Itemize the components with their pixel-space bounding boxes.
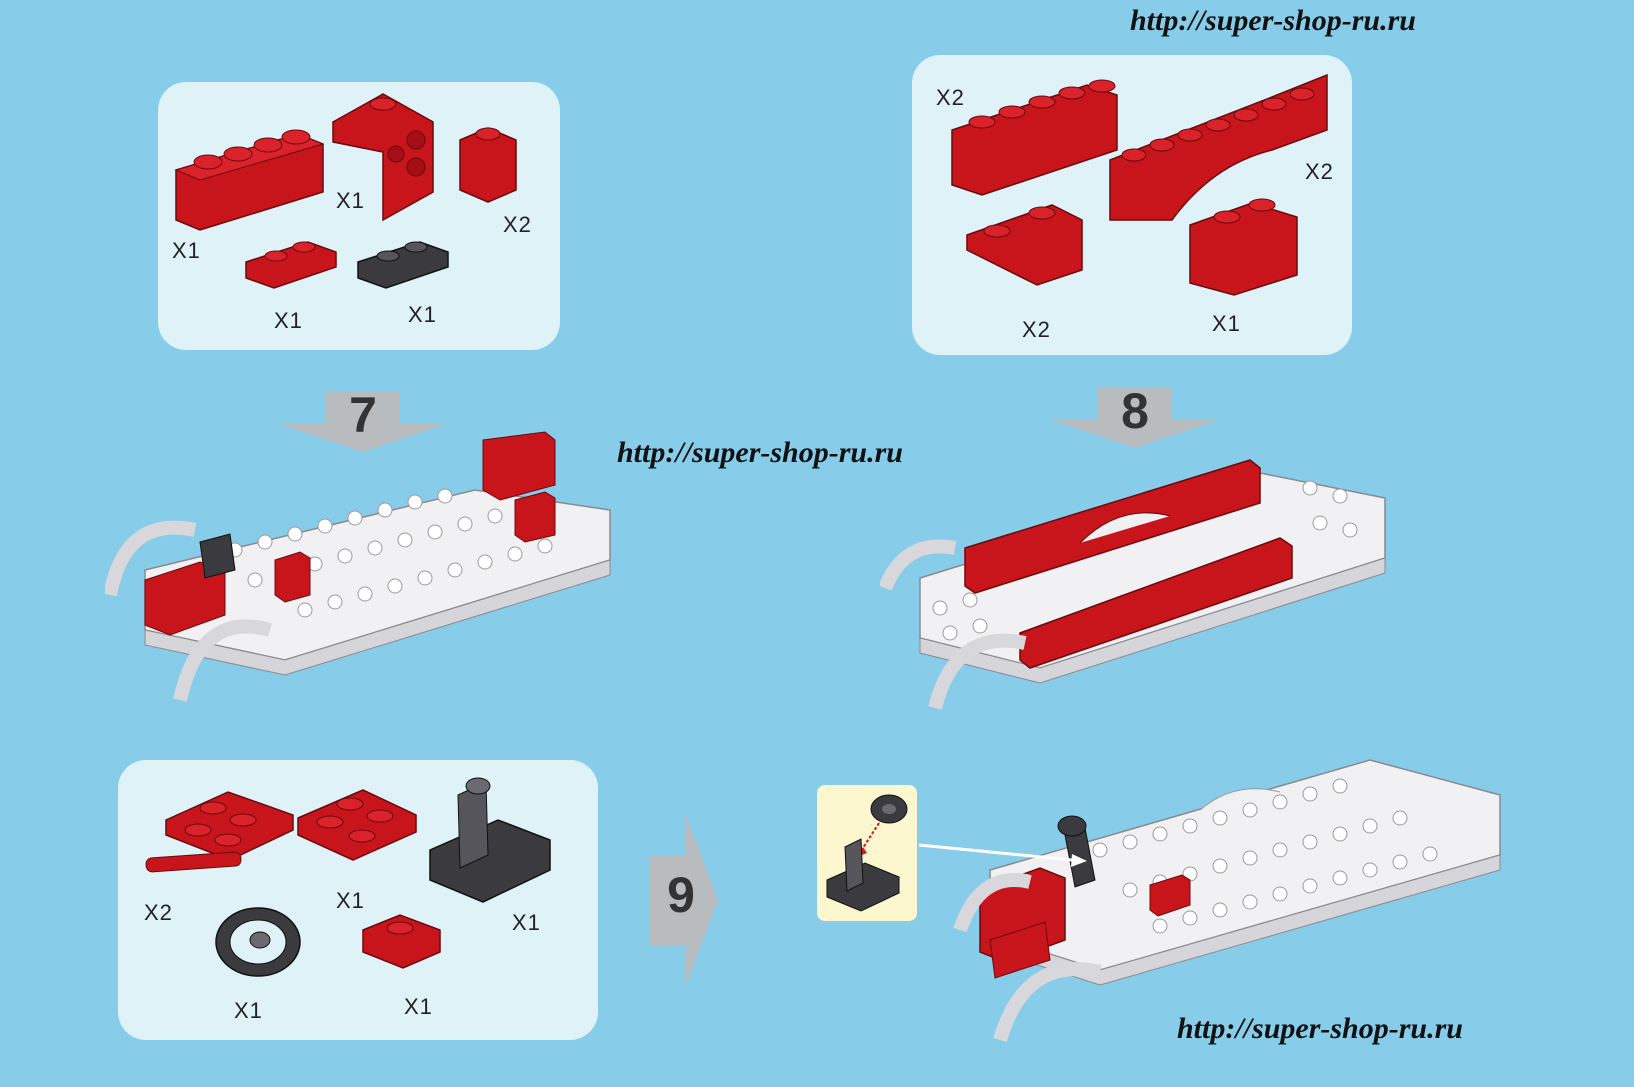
step8-parts-drawing (951, 73, 1328, 296)
part-qty: X1 (172, 238, 201, 263)
black-plate-1x2-icon (357, 241, 449, 289)
step9-parts-drawing (145, 777, 551, 977)
step9-assembly-drawing (953, 759, 1501, 1043)
red-brick-1x6-icon (951, 79, 1118, 196)
black-steering-stand-icon (429, 777, 551, 903)
part-qty: X1 (512, 910, 541, 935)
red-corner-brick-icon (332, 93, 434, 222)
step7-parts-drawing (174, 93, 517, 289)
part-qty: X1 (336, 888, 365, 913)
watermark-top-right: http://super-shop-ru.ru (1130, 4, 1416, 37)
part-qty: X2 (1022, 317, 1051, 342)
watermark-bottom-right: http://super-shop-ru.ru (1177, 1012, 1463, 1045)
red-plate-with-lights-icon (145, 791, 294, 873)
part-qty: X1 (408, 302, 437, 327)
step8-assembly-drawing (880, 459, 1386, 710)
step7-arrow (280, 392, 446, 452)
watermark-middle: http://super-shop-ru.ru (617, 436, 903, 469)
part-qty: X1 (336, 188, 365, 213)
black-steering-wheel-icon (215, 907, 301, 977)
step7-parts-panel: X1 X1 X2 X1 X1 (158, 82, 560, 350)
step9-parts-panel: X2 X1 X1 X1 X1 (118, 760, 598, 1040)
red-brick-1x4-icon (174, 129, 325, 231)
part-qty: X1 (1212, 311, 1241, 336)
red-plate-1x2-icon (245, 241, 337, 289)
part-qty: X2 (936, 85, 965, 110)
red-plate-1x1-icon (362, 914, 441, 969)
red-brick-1x2-icon (1189, 198, 1298, 296)
part-qty: X2 (1305, 159, 1334, 184)
part-qty: X1 (234, 998, 263, 1023)
steering-detail-inset (817, 785, 917, 921)
steering-detail-drawing (826, 794, 908, 912)
part-qty: X2 (503, 212, 532, 237)
part-qty: X1 (404, 994, 433, 1019)
red-arch-brick-icon (1109, 73, 1328, 221)
step9-arrow (650, 815, 718, 985)
red-plate-2x2-icon (297, 789, 417, 861)
step7-assembly-drawing (105, 431, 611, 702)
step7-number: 7 (349, 387, 377, 443)
step8-number: 8 (1121, 383, 1149, 439)
part-qty: X2 (144, 900, 173, 925)
red-brick-1x1-icon (459, 127, 517, 203)
step8-parts-panel: X2 X2 X2 X1 (912, 55, 1352, 355)
red-slope-brick-icon (966, 204, 1083, 286)
step9-number: 9 (667, 867, 695, 923)
inset-pointer-line (918, 843, 1087, 867)
step8-arrow (1052, 388, 1218, 448)
part-qty: X1 (274, 308, 303, 333)
